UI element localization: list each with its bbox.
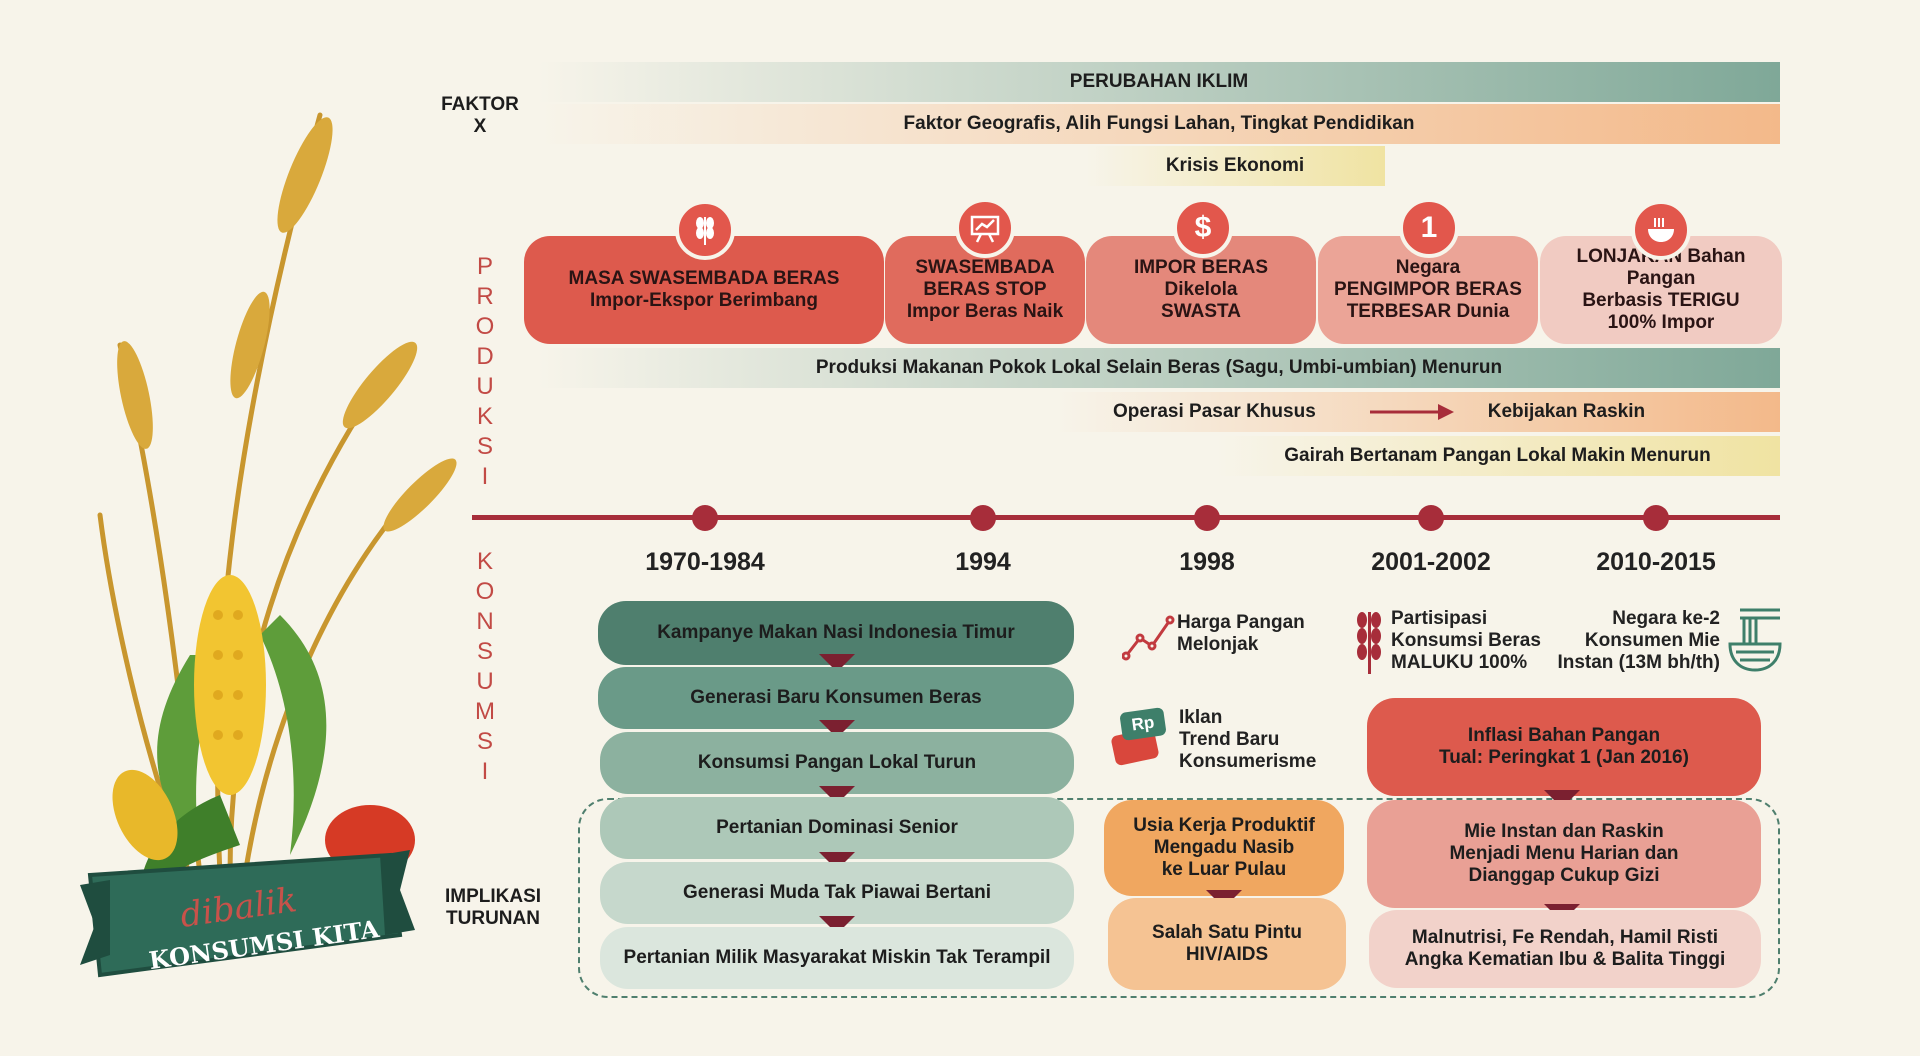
year-label: 1998	[1179, 548, 1235, 576]
note-partisipasi-beras: Partisipasi Konsumsi Beras MALUKU 100%	[1391, 608, 1541, 673]
era-box-swasembada-stop: SWASEMBADA BERAS STOP Impor Beras Naik	[885, 236, 1085, 344]
timeline-dot	[1418, 505, 1444, 531]
presentation-chart-icon	[955, 198, 1015, 258]
chain-box: Pertanian Dominasi Senior	[600, 797, 1074, 859]
vertical-letter: U	[476, 668, 494, 695]
vertical-letter: P	[476, 253, 493, 280]
era-text: MASA SWASEMBADA BERAS Impor-Ekspor Berim…	[568, 268, 840, 311]
note-iklan: Iklan Trend Baru Konsumerisme	[1179, 707, 1317, 772]
chain-box-hiv: Salah Satu Pintu HIV/AIDS	[1108, 898, 1346, 990]
chain-box: Generasi Baru Konsumen Beras	[598, 667, 1074, 729]
timeline-dot	[1643, 505, 1669, 531]
number-one-icon: 1	[1399, 198, 1459, 258]
chain-box: Konsumsi Pangan Lokal Turun	[600, 732, 1074, 794]
year-label: 1994	[955, 548, 1011, 576]
vertical-letter: S	[476, 433, 493, 460]
implikasi-turunan-label: IMPLIKASI TURUNAN	[444, 886, 542, 929]
chain-text: Mie Instan dan Raskin Menjadi Menu Haria…	[1449, 821, 1679, 886]
chain-box-usia-kerja: Usia Kerja Produktif Mengadu Nasib ke Lu…	[1104, 800, 1344, 896]
era-text: Negara PENGIMPOR BERAS TERBESAR Dunia	[1334, 257, 1522, 322]
vertical-letter: S	[476, 638, 493, 665]
vertical-letter: I	[481, 463, 489, 490]
band-gairah-bertanam: Gairah Bertanam Pangan Lokal Makin Menur…	[1215, 436, 1780, 476]
band-produksi-lokal-text: Produksi Makanan Pokok Lokal Selain Bera…	[815, 357, 1503, 378]
number-one-glyph: 1	[1420, 211, 1438, 244]
arrow-right-icon	[1369, 404, 1454, 420]
note-harga-pangan: Harga Pangan Melonjak	[1177, 612, 1305, 655]
chain-box: Generasi Muda Tak Piawai Bertani	[600, 862, 1074, 924]
vertical-letter: I	[481, 758, 489, 785]
vertical-letter: D	[476, 343, 494, 370]
implikasi-frame	[578, 798, 1780, 998]
dollar-glyph: $	[1194, 211, 1212, 244]
chain-box: Pertanian Milik Masyarakat Miskin Tak Te…	[600, 927, 1074, 989]
era-box-pengimpor-terbesar: Negara PENGIMPOR BERAS TERBESAR Dunia	[1318, 236, 1538, 344]
vertical-letter: O	[475, 578, 495, 605]
era-text: LONJAKAN Bahan Pangan Berbasis TERIGU 10…	[1576, 246, 1746, 333]
vertical-letter: O	[475, 313, 495, 340]
rice-stalk-icon	[1357, 612, 1381, 674]
era-box-lonjakan-terigu: LONJAKAN Bahan Pangan Berbasis TERIGU 10…	[1540, 236, 1782, 344]
noodle-bowl-icon	[1631, 200, 1691, 260]
chain-text: Salah Satu Pintu HIV/AIDS	[1152, 922, 1302, 965]
vertical-letter: U	[476, 373, 494, 400]
band-perubahan-iklim: PERUBAHAN IKLIM	[538, 62, 1780, 102]
timeline-dot	[970, 505, 996, 531]
note-konsumen-mie: Negara ke-2 Konsumen Mie Instan (13M bh/…	[1557, 608, 1720, 673]
chain-text: Inflasi Bahan Pangan Tual: Peringkat 1 (…	[1439, 725, 1689, 768]
band-krisis-ekonomi-text: Krisis Ekonomi	[1165, 155, 1305, 176]
chain-text: Usia Kerja Produktif Mengadu Nasib ke Lu…	[1133, 815, 1315, 880]
band-faktor-geografis: Faktor Geografis, Alih Fungsi Lahan, Tin…	[538, 104, 1780, 144]
vertical-letter: K	[476, 403, 493, 430]
rp-badge: Rp	[1119, 707, 1167, 741]
band-produksi-lokal: Produksi Makanan Pokok Lokal Selain Bera…	[538, 348, 1780, 388]
kebijakan-raskin-text: Kebijakan Raskin	[1487, 401, 1646, 422]
chain-box-mie-raskin: Mie Instan dan Raskin Menjadi Menu Haria…	[1367, 800, 1761, 908]
chain-box-inflasi: Inflasi Bahan Pangan Tual: Peringkat 1 (…	[1367, 698, 1761, 796]
timeline-dot	[1194, 505, 1220, 531]
rising-price-icon	[1122, 615, 1175, 661]
vertical-letter: K	[476, 548, 493, 575]
vertical-letter: M	[475, 698, 495, 725]
band-krisis-ekonomi: Krisis Ekonomi	[1085, 146, 1385, 186]
chain-text: Malnutrisi, Fe Rendah, Hamil Risti Angka…	[1404, 927, 1726, 970]
vertical-letter: N	[476, 608, 494, 635]
wheat-corn-illustration	[80, 112, 457, 978]
era-text: IMPOR BERAS Dikelola SWASTA	[1133, 257, 1269, 322]
year-label: 2010-2015	[1596, 548, 1716, 576]
timeline-axis	[472, 515, 1780, 520]
operasi-pasar-text: Operasi Pasar Khusus	[1113, 401, 1316, 422]
band-faktor-geografis-text: Faktor Geografis, Alih Fungsi Lahan, Tin…	[903, 113, 1415, 134]
noodle-bowl-outline-icon	[1728, 608, 1782, 672]
chain-box-malnutrisi: Malnutrisi, Fe Rendah, Hamil Risti Angka…	[1369, 910, 1761, 988]
timeline-dot	[692, 505, 718, 531]
advertisement-icon: Rp	[1110, 706, 1169, 767]
band-perubahan-iklim-text: PERUBAHAN IKLIM	[1069, 71, 1249, 92]
era-text: SWASEMBADA BERAS STOP Impor Beras Naik	[906, 257, 1064, 322]
faktor-x-label: FAKTOR X	[441, 94, 519, 137]
wheat-icon	[675, 200, 735, 260]
year-label: 1970-1984	[645, 548, 765, 576]
vertical-letter: S	[476, 728, 493, 755]
year-label: 2001-2002	[1371, 548, 1491, 576]
vertical-letter: R	[476, 283, 494, 310]
band-kebijakan: Operasi Pasar Khusus Kebijakan Raskin	[1055, 392, 1780, 432]
dollar-icon: $	[1173, 198, 1233, 258]
band-gairah-bertanam-text: Gairah Bertanam Pangan Lokal Makin Menur…	[1284, 445, 1711, 466]
